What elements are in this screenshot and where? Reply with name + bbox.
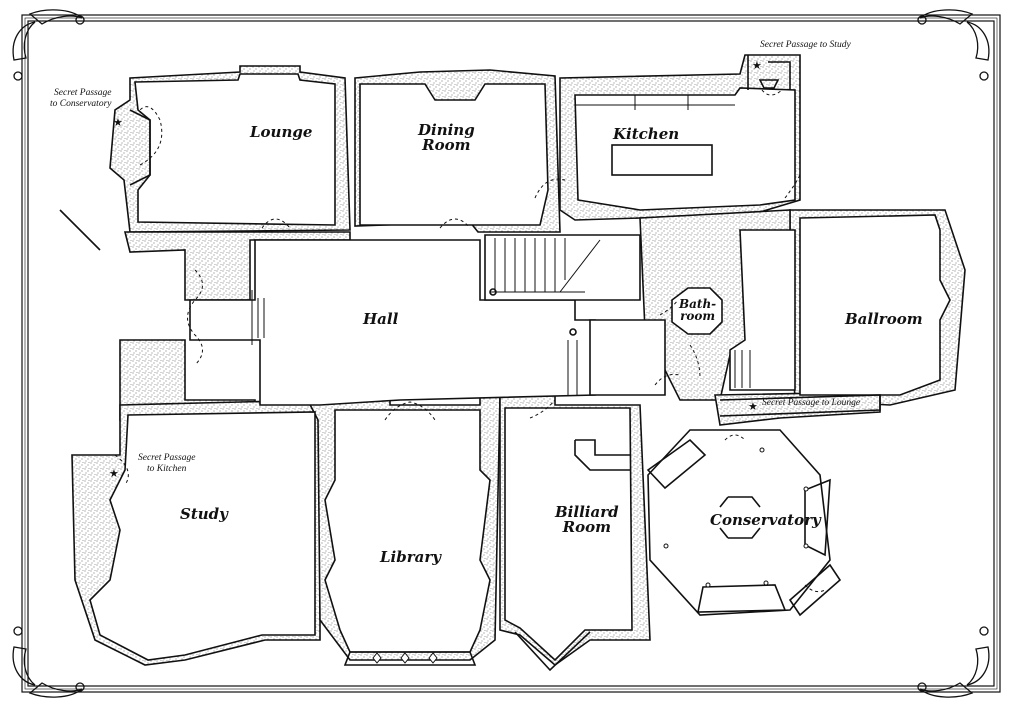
room-label-lounge: Lounge <box>250 123 313 141</box>
room-label-billiard-line2: Room <box>562 518 611 536</box>
room-label-conservatory: Conservatory <box>710 511 821 529</box>
room-label-bathroom: Bath- room <box>679 298 716 322</box>
secret-passage-star-icon: ★ <box>752 59 762 72</box>
library-floor <box>324 409 491 653</box>
room-label-study: Study <box>180 505 228 523</box>
bathroom-floor <box>671 287 723 335</box>
secret-passage-star-icon: ★ <box>109 467 119 480</box>
east-corridor-floor <box>729 229 796 391</box>
conservatory-floor <box>647 429 831 616</box>
room-label-bathroom-line1: Bath- <box>679 297 717 311</box>
room-floors <box>89 73 951 662</box>
secret-passage-note-kitchen: Secret Passage to Study <box>760 40 851 50</box>
secret-passage-star-icon: ★ <box>113 116 123 129</box>
doors <box>114 89 826 593</box>
room-label-dining-line1: Dining <box>418 121 475 139</box>
secret-passage-lounge-line2: to Conservatory <box>50 99 112 109</box>
secret-passage-lounge-line1: Secret Passage <box>54 88 112 98</box>
corridor-floor <box>589 319 666 396</box>
lounge-floor <box>134 73 336 226</box>
study-floor <box>89 411 316 661</box>
room-label-dining-room: Dining Room <box>418 123 475 153</box>
secret-passage-note-lounge: Secret Passage to Conservatory <box>50 88 111 110</box>
room-label-library: Library <box>380 548 441 566</box>
secret-passage-note-conservatory: Secret Passage to Lounge <box>762 398 861 408</box>
room-label-bathroom-line2: room <box>680 309 716 323</box>
plan-details <box>59 55 881 672</box>
corner-scroll-icon <box>12 9 990 698</box>
secret-passage-note-study: Secret Passage to Kitchen <box>138 453 195 475</box>
room-label-billiard-room: Billiard Room <box>555 505 619 535</box>
room-label-billiard-line1: Billiard <box>555 503 619 521</box>
kitchen-floor <box>574 87 796 211</box>
dining-room-floor <box>359 83 549 226</box>
billiard-room-floor <box>504 407 633 662</box>
room-label-ballroom: Ballroom <box>845 310 923 328</box>
stairwell-floor <box>484 234 641 301</box>
secret-passage-study-line2: to Kitchen <box>147 464 187 474</box>
ballroom-floor <box>799 214 951 396</box>
secret-passage-study-line1: Secret Passage <box>138 453 196 463</box>
room-label-dining-line2: Room <box>422 136 471 154</box>
secret-passage-star-icon: ★ <box>748 400 758 413</box>
room-label-hall: Hall <box>363 310 399 328</box>
room-label-kitchen: Kitchen <box>613 125 680 143</box>
ornamental-border <box>12 9 1001 698</box>
